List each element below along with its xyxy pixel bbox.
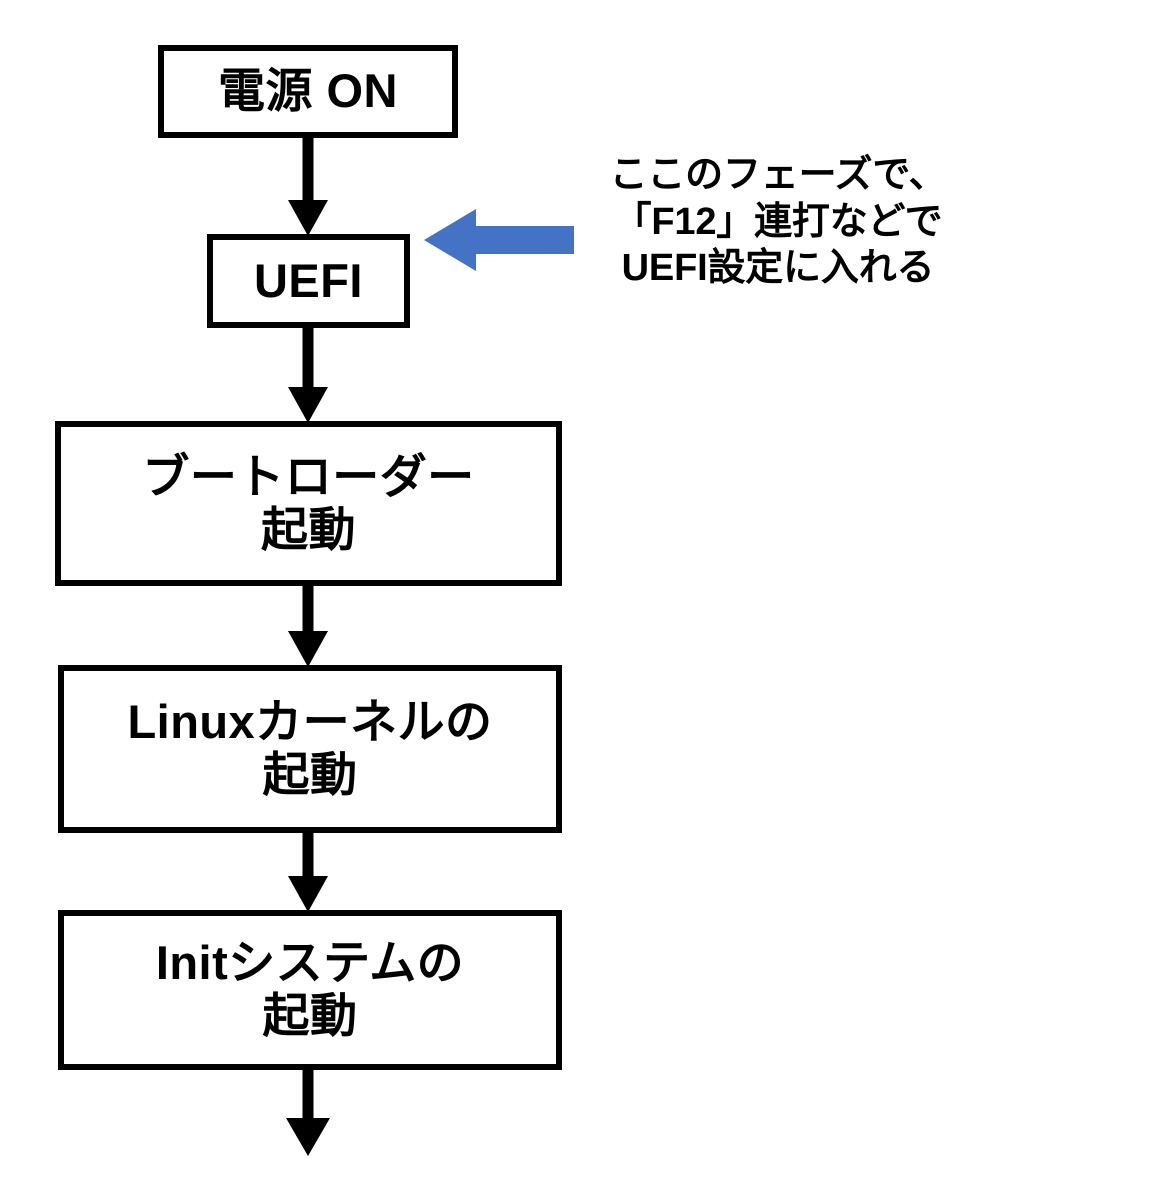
flow-node-init: Initシステムの 起動 [58,910,562,1070]
flow-node-power-on: 電源 ON [158,45,458,138]
connector-bootloader-to-kernel [288,586,328,667]
connector-uefi-to-bootloader [288,328,328,423]
connector-kernel-to-init [288,833,328,912]
connector-init-to-next [286,1070,330,1156]
annotation-text: ここのフェーズで、 「F12」連打などで UEFI設定に入れる [609,154,947,290]
annotation-left-arrow-icon [424,209,574,271]
flow-node-kernel: Linuxカーネルの 起動 [58,665,562,833]
connector-power-on-to-uefi [288,138,328,236]
flow-node-uefi: UEFI [207,234,410,328]
flow-node-bootloader: ブートローダー 起動 [55,421,562,586]
